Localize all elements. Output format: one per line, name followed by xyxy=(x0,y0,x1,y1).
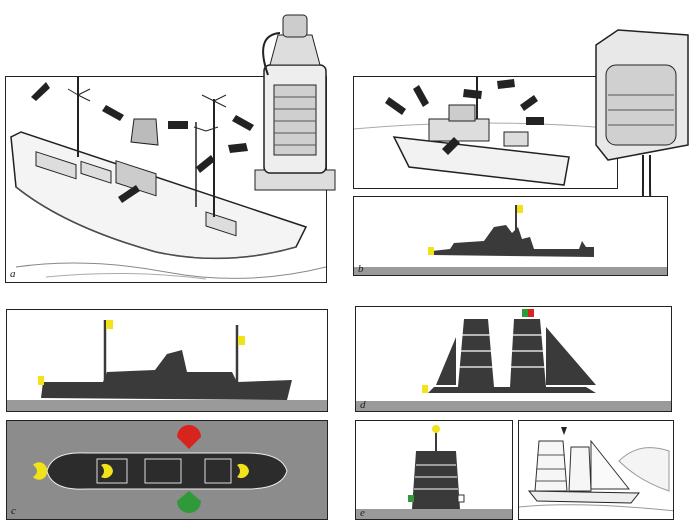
mast-light-icon xyxy=(101,463,113,479)
mast-light-rays xyxy=(67,88,227,132)
warship-illustration xyxy=(354,77,617,186)
ship-top-view xyxy=(33,425,288,513)
panel-b-ship-drawing xyxy=(353,76,618,189)
stern-light-icon xyxy=(33,462,48,480)
panel-label-c: c xyxy=(11,505,16,517)
starboard-light-icon xyxy=(408,495,414,502)
side-light-icon xyxy=(428,247,434,255)
masthead-light-icon xyxy=(522,309,528,317)
panel-b-silhouette: b xyxy=(353,196,668,276)
arrow-icon xyxy=(561,427,567,435)
arrow-icon xyxy=(385,79,544,155)
sailing-ship-illustration xyxy=(519,427,673,512)
lantern-icon xyxy=(250,5,340,195)
warship-silhouette xyxy=(354,205,667,275)
mast-light-icon xyxy=(106,320,113,329)
port-light-icon xyxy=(457,494,465,503)
mast-light-icon xyxy=(237,463,249,479)
sailing-ship-silhouette xyxy=(356,309,671,411)
mast-light-icon xyxy=(517,205,523,213)
panel-e-bow-view: e xyxy=(355,420,513,520)
starboard-light-icon xyxy=(177,491,201,513)
arrow-icon xyxy=(31,82,254,203)
masthead-light-icon xyxy=(528,309,534,317)
panel-cargo-silhouette xyxy=(6,309,328,412)
sailing-ship-front-silhouette xyxy=(356,425,512,519)
panel-label-a: a xyxy=(10,268,16,280)
ground-strip xyxy=(354,267,667,275)
cargo-ship-illustration xyxy=(10,77,326,280)
panel-label-e: e xyxy=(360,507,365,519)
panel-c-top-view: c xyxy=(6,420,328,520)
side-light-icon xyxy=(38,376,44,385)
panel-d-sailing-ship: d xyxy=(355,306,672,412)
panel-label-b: b xyxy=(358,263,364,275)
stern-light-icon xyxy=(422,385,428,393)
masthead-light-icon xyxy=(432,425,440,433)
mast-light-icon xyxy=(238,336,245,345)
panel-label-d: d xyxy=(360,399,366,411)
cargo-ship-silhouette xyxy=(7,320,327,411)
port-light-icon xyxy=(177,425,201,449)
panel-sailing-ship-drawing xyxy=(518,420,674,520)
